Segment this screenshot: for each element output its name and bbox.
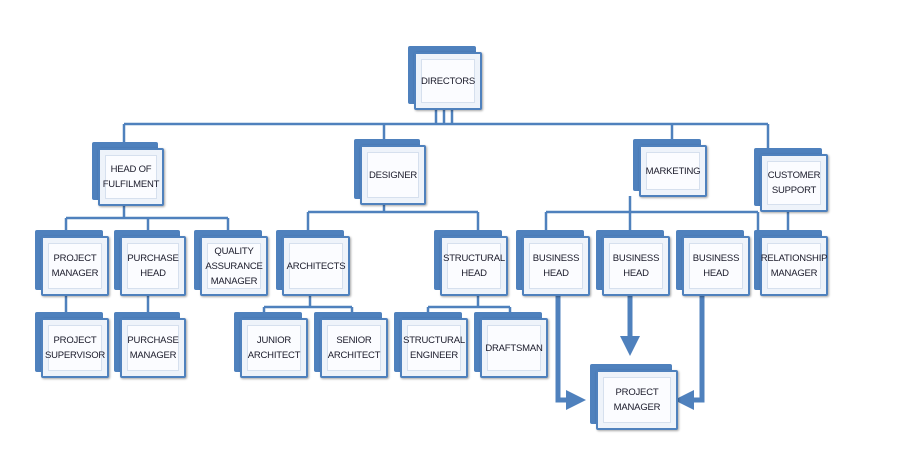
node-project-supervisor: PROJECT SUPERVISOR [35,312,109,378]
node-card: PROJECT SUPERVISOR [41,318,109,378]
node-business-head-2: BUSINESS HEAD [596,230,670,296]
node-customer-support: CUSTOMER SUPPORT [754,148,828,212]
node-inner: PROJECT MANAGER [603,377,671,423]
node-card: PURCHASE HEAD [120,236,186,296]
node-inner: BUSINESS HEAD [689,243,743,289]
node-label: JUNIOR ARCHITECT [247,335,301,361]
node-label: DIRECTORS [421,75,475,87]
node-label: HEAD OF FULFILMENT [102,164,160,190]
node-structural-head: STRUCTURAL HEAD [434,230,508,296]
node-label: PROJECT MANAGER [613,387,661,413]
node-card: PURCHASE MANAGER [120,318,186,378]
node-head-of-fulfilment: HEAD OF FULFILMENT [92,142,164,206]
node-inner: ARCHITECTS [286,243,346,289]
node-purchase-manager: PURCHASE MANAGER [114,312,186,378]
node-card: DIRECTORS [414,52,482,110]
node-inner: QUALITY ASSURANCE MANAGER [205,243,263,289]
node-label: DRAFTSMAN [485,342,543,354]
node-relationship-manager: RELATIONSHIP MANAGER [754,230,828,296]
node-card: CUSTOMER SUPPORT [760,154,828,212]
node-designer: DESIGNER [354,139,426,205]
node-label: PURCHASE HEAD [127,253,179,279]
node-directors: DIRECTORS [408,46,482,110]
node-purchase-head: PURCHASE HEAD [114,230,186,296]
node-card: DRAFTSMAN [480,318,548,378]
node-inner: RELATIONSHIP MANAGER [761,243,827,289]
node-label: STRUCTURAL HEAD [443,253,505,279]
node-label: PROJECT MANAGER [51,253,99,279]
node-label: PURCHASE MANAGER [127,335,179,361]
node-label: MARKETING [645,165,701,177]
node-label: CUSTOMER SUPPORT [767,170,821,196]
node-card: BUSINESS HEAD [602,236,670,296]
node-label: SENIOR ARCHITECT [327,335,381,361]
node-inner: DIRECTORS [421,59,475,103]
node-card: SENIOR ARCHITECT [320,318,388,378]
node-card: BUSINESS HEAD [522,236,590,296]
node-card: BUSINESS HEAD [682,236,750,296]
node-card: MARKETING [639,145,707,197]
node-inner: SENIOR ARCHITECT [327,325,381,371]
node-card: STRUCTURAL ENGINEER [400,318,468,378]
node-inner: PROJECT MANAGER [48,243,102,289]
node-inner: PROJECT SUPERVISOR [44,325,106,371]
node-inner: MARKETING [645,152,701,190]
node-card: HEAD OF FULFILMENT [98,148,164,206]
node-inner: STRUCTURAL ENGINEER [403,325,465,371]
node-marketing: MARKETING [633,139,707,197]
node-quality-assurance-manager: QUALITY ASSURANCE MANAGER [194,230,268,296]
node-inner: BUSINESS HEAD [609,243,663,289]
node-label: DESIGNER [368,169,418,181]
node-inner: JUNIOR ARCHITECT [247,325,301,371]
node-draftsman: DRAFTSMAN [474,312,548,378]
node-inner: BUSINESS HEAD [529,243,583,289]
node-card: JUNIOR ARCHITECT [240,318,308,378]
node-card: PROJECT MANAGER [596,370,678,430]
node-label: BUSINESS HEAD [612,253,660,279]
node-card: ARCHITECTS [282,236,350,296]
node-label: ARCHITECTS [286,260,346,272]
node-label: STRUCTURAL ENGINEER [403,335,465,361]
node-card: PROJECT MANAGER [41,236,109,296]
node-label: BUSINESS HEAD [692,253,740,279]
node-inner: PURCHASE MANAGER [127,325,179,371]
node-label: QUALITY ASSURANCE MANAGER [205,245,263,287]
node-project-manager-2: PROJECT MANAGER [590,364,678,430]
node-inner: DRAFTSMAN [485,325,543,371]
node-project-manager-1: PROJECT MANAGER [35,230,109,296]
node-junior-architect: JUNIOR ARCHITECT [234,312,308,378]
node-card: QUALITY ASSURANCE MANAGER [200,236,268,296]
node-inner: STRUCTURAL HEAD [443,243,505,289]
node-senior-architect: SENIOR ARCHITECT [314,312,388,378]
node-label: PROJECT SUPERVISOR [44,335,106,361]
node-business-head-1: BUSINESS HEAD [516,230,590,296]
node-label: BUSINESS HEAD [532,253,580,279]
node-inner: PURCHASE HEAD [127,243,179,289]
node-business-head-3: BUSINESS HEAD [676,230,750,296]
node-architects: ARCHITECTS [276,230,350,296]
node-card: DESIGNER [360,145,426,205]
node-card: RELATIONSHIP MANAGER [760,236,828,296]
node-structural-engineer: STRUCTURAL ENGINEER [394,312,468,378]
node-card: STRUCTURAL HEAD [440,236,508,296]
node-inner: DESIGNER [367,152,419,198]
node-inner: HEAD OF FULFILMENT [102,155,160,199]
node-inner: CUSTOMER SUPPORT [767,161,821,205]
node-label: RELATIONSHIP MANAGER [760,253,828,279]
